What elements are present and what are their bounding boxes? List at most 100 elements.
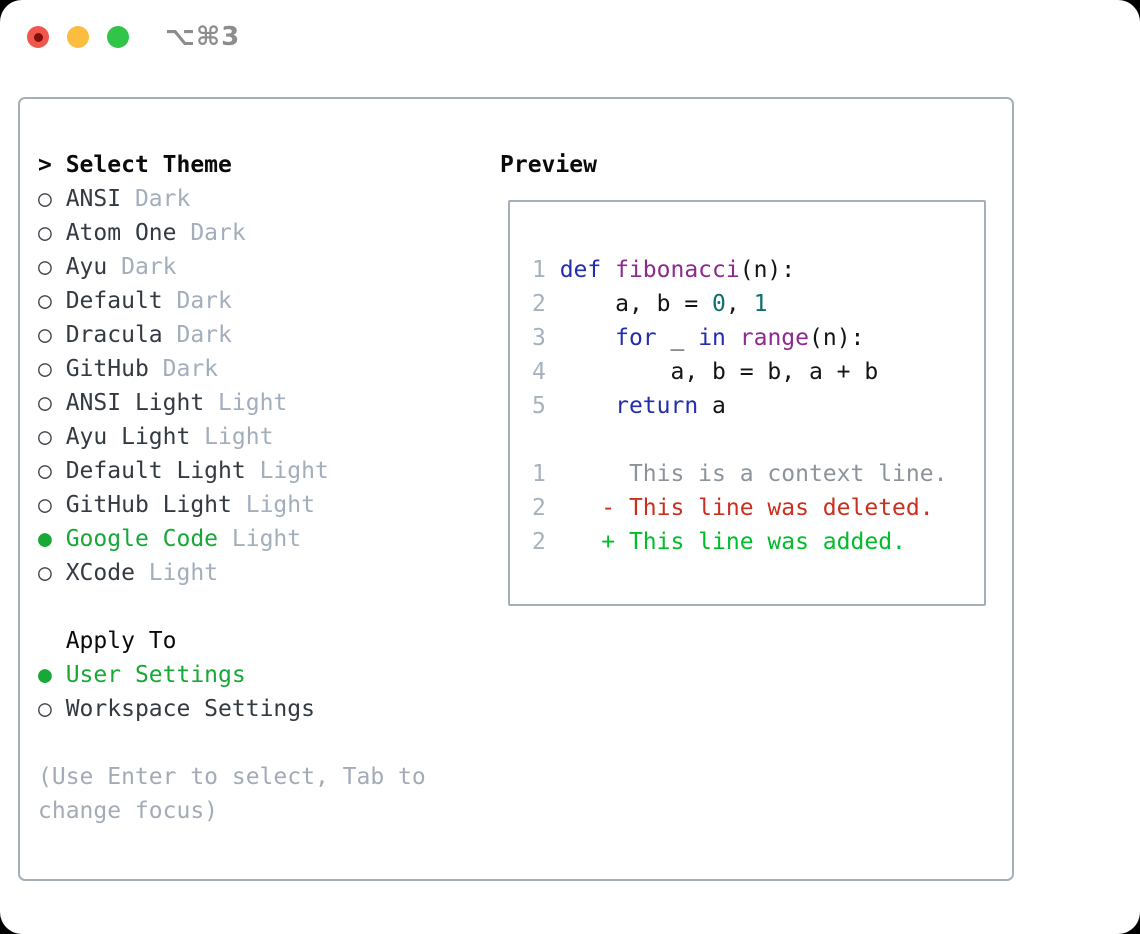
radio-icon: ○ bbox=[38, 254, 66, 280]
theme-variant: Light bbox=[134, 560, 219, 586]
preview-line bbox=[532, 423, 947, 457]
radio-icon: ○ bbox=[38, 492, 66, 518]
code-token: for bbox=[615, 325, 657, 351]
theme-name: ANSI Light bbox=[65, 390, 205, 416]
theme-name: GitHub bbox=[65, 356, 149, 382]
theme-option-dracula[interactable]: ○ Dracula Dark bbox=[38, 318, 426, 352]
minimize-button[interactable] bbox=[67, 26, 89, 48]
theme-option-ansi-light[interactable]: ○ ANSI Light Light bbox=[38, 386, 426, 420]
preview-line: 5 return a bbox=[532, 389, 947, 423]
preview-line: 2 + This line was added. bbox=[532, 525, 947, 559]
theme-name: Ayu Light bbox=[65, 424, 191, 450]
radio-icon: ○ bbox=[38, 356, 66, 382]
code-token: a, b = bbox=[559, 291, 713, 317]
theme-variant: Light bbox=[218, 526, 302, 552]
theme-option-github-light[interactable]: ○ GitHub Light Light bbox=[38, 488, 426, 522]
line-number: 2 bbox=[532, 495, 560, 521]
theme-name: Ayu bbox=[65, 254, 108, 280]
line-number: 2 bbox=[532, 291, 560, 317]
theme-option-default-light[interactable]: ○ Default Light Light bbox=[38, 454, 426, 488]
theme-name: Google Code bbox=[65, 526, 219, 552]
code-token: + This line was added. bbox=[559, 529, 906, 555]
theme-option-atom-one[interactable]: ○ Atom One Dark bbox=[38, 216, 426, 250]
apply-to-header: Apply To bbox=[38, 624, 426, 658]
theme-variant: Dark bbox=[176, 220, 246, 246]
code-token: fibonacci bbox=[615, 257, 740, 283]
apply-option-label: User Settings bbox=[65, 662, 246, 688]
preview-line: 2 a, b = 0, 1 bbox=[532, 287, 947, 321]
preview-line: 2 - This line was deleted. bbox=[532, 491, 947, 525]
theme-name: ANSI bbox=[65, 186, 122, 212]
theme-picker-sidebar: > Select Theme○ ANSI Dark○ Atom One Dark… bbox=[38, 148, 426, 828]
theme-option-ayu[interactable]: ○ Ayu Dark bbox=[38, 250, 426, 284]
code-token: range bbox=[739, 325, 809, 351]
code-token: (n): bbox=[809, 325, 865, 351]
radio-icon: ○ bbox=[38, 424, 66, 450]
code-token bbox=[560, 393, 615, 419]
hint-line: change focus) bbox=[38, 798, 219, 824]
apply-option-workspace-settings[interactable]: ○ Workspace Settings bbox=[38, 692, 426, 726]
theme-option-ansi[interactable]: ○ ANSI Dark bbox=[38, 182, 426, 216]
theme-variant: Dark bbox=[162, 322, 232, 348]
line-number: 1 bbox=[532, 257, 560, 283]
code-token: a, b = b, a + b bbox=[559, 359, 879, 385]
radio-icon: ○ bbox=[38, 186, 66, 212]
preview-line: 3 for _ in range(n): bbox=[532, 321, 947, 355]
close-button[interactable] bbox=[27, 26, 49, 48]
code-token: a bbox=[698, 393, 726, 419]
code-token: - This line was deleted. bbox=[559, 495, 934, 521]
line-number: 4 bbox=[532, 359, 560, 385]
theme-name: Default Light bbox=[65, 458, 246, 484]
code-token bbox=[560, 325, 615, 351]
window-title: ⌥⌘3 bbox=[165, 22, 241, 52]
preview-line: 1 This is a context line. bbox=[532, 457, 947, 491]
theme-variant: Light bbox=[204, 390, 288, 416]
cursor-icon: > bbox=[38, 152, 66, 178]
apply-option-user-settings[interactable]: ● User Settings bbox=[38, 658, 426, 692]
theme-variant: Dark bbox=[148, 356, 219, 382]
code-token: 0 bbox=[712, 291, 726, 317]
titlebar: ⌥⌘3 bbox=[0, 0, 1140, 74]
theme-variant: Light bbox=[245, 458, 329, 484]
code-token bbox=[726, 325, 740, 351]
theme-name: Dracula bbox=[65, 322, 163, 348]
line-number: 5 bbox=[532, 393, 560, 419]
radio-icon: ○ bbox=[38, 458, 66, 484]
preview-line: 1 def fibonacci(n): bbox=[532, 253, 947, 287]
radio-icon: ○ bbox=[38, 390, 66, 416]
theme-name: Atom One bbox=[65, 220, 177, 246]
spacer bbox=[38, 726, 426, 760]
radio-selected-icon: ● bbox=[38, 526, 66, 552]
radio-icon: ○ bbox=[38, 696, 66, 722]
hint-text: change focus) bbox=[38, 794, 426, 828]
theme-option-ayu-light[interactable]: ○ Ayu Light Light bbox=[38, 420, 426, 454]
theme-name: Default bbox=[65, 288, 163, 314]
theme-option-google-code[interactable]: ● Google Code Light bbox=[38, 522, 426, 556]
code-token: 1 bbox=[753, 291, 768, 317]
code-token: def bbox=[559, 257, 616, 283]
theme-option-default[interactable]: ○ Default Dark bbox=[38, 284, 426, 318]
line-number: 3 bbox=[532, 325, 560, 351]
line-number: 1 bbox=[532, 461, 560, 487]
preview-line: 4 a, b = b, a + b bbox=[532, 355, 947, 389]
radio-icon: ○ bbox=[38, 288, 66, 314]
theme-variant: Dark bbox=[162, 288, 232, 314]
theme-variant: Dark bbox=[107, 254, 177, 280]
code-token: in bbox=[698, 325, 726, 351]
zoom-button[interactable] bbox=[107, 26, 129, 48]
preview-heading: Preview bbox=[500, 152, 597, 178]
theme-option-xcode[interactable]: ○ XCode Light bbox=[38, 556, 426, 590]
apply-option-label: Workspace Settings bbox=[65, 696, 315, 722]
code-token: , bbox=[725, 291, 754, 317]
apply-to-label: Apply To bbox=[38, 628, 177, 654]
theme-option-github[interactable]: ○ GitHub Dark bbox=[38, 352, 426, 386]
theme-name: XCode bbox=[65, 560, 135, 586]
code-token: _ bbox=[656, 325, 699, 351]
theme-name: GitHub Light bbox=[65, 492, 232, 518]
select-theme-label: Select Theme bbox=[65, 152, 232, 178]
hint-line: (Use Enter to select, Tab to bbox=[38, 764, 426, 790]
hint-text: (Use Enter to select, Tab to bbox=[38, 760, 426, 794]
